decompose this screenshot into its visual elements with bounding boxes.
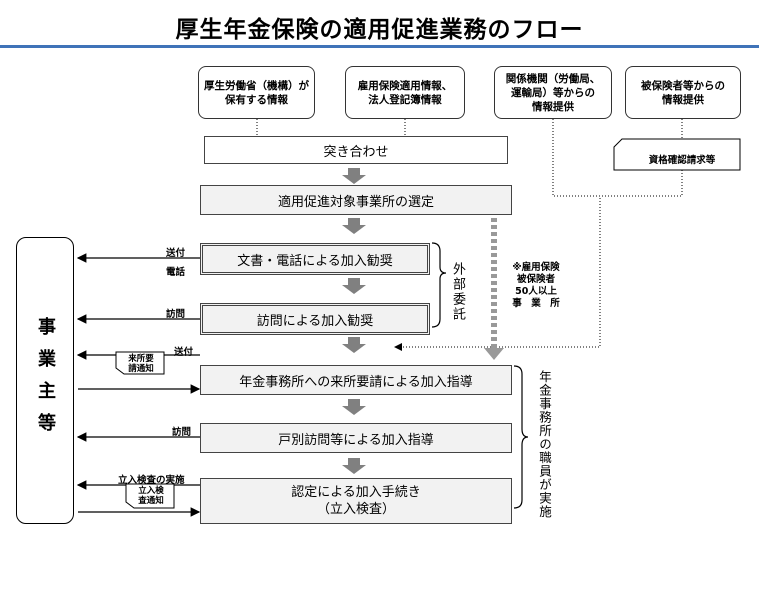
outsource-bracket [431, 242, 447, 328]
step-select: 適用促進対象事業所の選定 [200, 185, 512, 215]
step-match: 突き合わせ [204, 136, 508, 164]
step-visit-recommend: 訪問による加入勧奨 [200, 303, 430, 335]
block-arrow [342, 218, 366, 234]
block-arrow [342, 337, 366, 353]
step-docs-phone: 文書・電話による加入勧奨 [200, 243, 430, 275]
block-arrow [342, 278, 366, 294]
staff-bracket [513, 365, 529, 509]
title-underline [0, 45, 759, 48]
certification-line2: （立入検査） [316, 502, 395, 517]
outsourced-label: 外部委託 [450, 262, 465, 322]
label-visit: 訪問 [166, 309, 186, 320]
label-inspection: 立入検査の実施 [118, 475, 185, 486]
label-door-visit: 訪問 [172, 427, 192, 438]
employer-label: 事業主等 [35, 316, 56, 445]
certification-line1: 認定による加入手続き [291, 485, 421, 500]
dashed-arrow-head [484, 348, 504, 360]
source-employment-insurance: 雇用保険適用情報、 法人登記簿情報 [345, 66, 465, 119]
source-mhlw: 厚生労働省（機構）が 保有する情報 [198, 66, 315, 119]
label-phone: 電話 [166, 267, 186, 278]
employer-box: 事業主等 [16, 237, 74, 524]
source-agencies: 関係機関（労働局、 運輸局）等からの 情報提供 [494, 66, 612, 119]
block-arrows [342, 168, 366, 474]
qualification-doc-shape [613, 138, 741, 171]
label-send-request: 送付 [174, 347, 194, 358]
doc-icon [125, 483, 175, 509]
dotted-connector [600, 170, 683, 197]
step-certification: 認定による加入手続き （立入検査） [200, 478, 512, 524]
page-title: 厚生年金保険の適用促進業務のフロー [175, 17, 584, 43]
visit-request-notice: 来所要 請通知 [128, 354, 154, 374]
block-arrow [342, 168, 366, 184]
source-insured: 被保険者等からの 情報提供 [625, 66, 741, 119]
block-arrow [342, 399, 366, 415]
doc-icon [115, 351, 165, 375]
step-door-visit: 戸別訪問等による加入指導 [200, 423, 512, 453]
inspection-notice: 立入検 査通知 [138, 486, 164, 506]
label-send: 送付 [166, 248, 186, 259]
pension-staff-label: 年金事務所の職員が実施 [537, 370, 552, 519]
qualification-request-label: 資格確認請求等 [648, 155, 716, 166]
block-arrow [342, 458, 366, 474]
employment-insurance-note: ※雇用保険 被保険者 50人以上 事 業 所 [512, 262, 560, 309]
dotted-connector [394, 119, 601, 351]
step-office-request: 年金事務所への来所要請による加入指導 [200, 365, 512, 395]
